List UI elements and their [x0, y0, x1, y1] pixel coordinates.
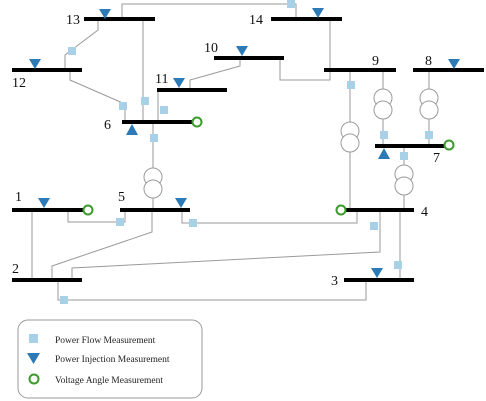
power-flow-square-icon — [60, 296, 68, 304]
legend-box — [17, 319, 203, 399]
voltage-angle-circle-icon — [82, 204, 94, 216]
power-flow-square-icon — [347, 81, 355, 89]
legend-down-triangle-icon — [27, 353, 40, 364]
power-injection-down-triangle-icon — [38, 198, 50, 208]
power-flow-square-icon — [68, 47, 76, 55]
legend-square-icon — [29, 334, 38, 343]
power-injection-down-triangle-icon — [371, 268, 383, 278]
bus-label-2: 2 — [12, 262, 19, 277]
power-flow-square-icon — [425, 131, 433, 139]
bus-label-13: 13 — [66, 13, 80, 28]
voltage-angle-circle-icon — [335, 204, 347, 216]
bus-label-6: 6 — [104, 118, 111, 133]
line-2-5 — [51, 210, 153, 280]
line-9-10 — [279, 58, 331, 81]
legend-circle-icon — [28, 373, 40, 385]
bus-label-8: 8 — [425, 54, 432, 69]
transformer-4-7 — [394, 164, 414, 196]
line-1-5 — [67, 210, 126, 223]
bus-label-1: 1 — [15, 190, 22, 205]
voltage-angle-circle-icon — [191, 116, 203, 128]
transformer-4-9 — [340, 121, 360, 153]
power-flow-square-icon — [394, 261, 402, 269]
power-flow-square-icon — [141, 97, 149, 105]
bus-bars — [12, 17, 484, 282]
power-injection-down-triangle-icon — [173, 78, 185, 88]
power-flow-square-icon — [287, 0, 295, 8]
transmission-lines — [31, 3, 430, 301]
power-flow-measurements — [60, 0, 433, 304]
power-flow-square-icon — [370, 222, 378, 230]
bus-labels: 13 14 10 9 8 12 11 6 7 1 5 4 2 3 — [12, 13, 440, 289]
power-injection-up-triangle-icon — [378, 148, 390, 159]
power-injection-measurements — [29, 8, 460, 278]
legend-label-power-injection: Power Injection Measurement — [55, 355, 170, 365]
bus-label-5: 5 — [118, 190, 125, 205]
transformer-5-6 — [143, 167, 163, 199]
transformers — [143, 88, 439, 199]
voltage-angle-measurements — [82, 116, 455, 216]
legend-label-voltage-angle: Voltage Angle Measurement — [55, 376, 163, 386]
bus-label-7: 7 — [433, 151, 440, 166]
power-flow-square-icon — [400, 152, 408, 160]
power-flow-square-icon — [160, 106, 168, 114]
power-injection-down-triangle-icon — [99, 9, 111, 19]
power-injection-down-triangle-icon — [236, 46, 248, 56]
line-12-13 — [64, 19, 99, 70]
power-flow-square-icon — [189, 219, 197, 227]
line-2-3 — [57, 280, 367, 301]
bus-label-10: 10 — [204, 41, 218, 56]
bus-label-4: 4 — [421, 205, 428, 220]
bus-label-12: 12 — [12, 76, 26, 91]
line-4-5 — [181, 210, 358, 224]
line-2-4 — [71, 210, 381, 280]
bus-label-11: 11 — [155, 72, 168, 87]
power-injection-up-triangle-icon — [126, 124, 138, 135]
legend: Power Flow Measurement Power Injection M… — [17, 319, 203, 399]
transformer-7-9 — [373, 88, 393, 120]
power-injection-down-triangle-icon — [29, 59, 41, 69]
power-flow-square-icon — [150, 134, 158, 142]
transformer-7-8 — [419, 88, 439, 120]
power-flow-square-icon — [380, 131, 388, 139]
line-6-12 — [69, 70, 126, 122]
power-flow-square-icon — [116, 218, 124, 226]
bus-label-3: 3 — [331, 274, 338, 289]
bus-label-9: 9 — [372, 54, 379, 69]
bus-label-14: 14 — [249, 13, 263, 28]
power-injection-down-triangle-icon — [448, 59, 460, 69]
power-injection-down-triangle-icon — [175, 198, 187, 208]
power-injection-down-triangle-icon — [312, 8, 324, 18]
line-10-11 — [189, 58, 241, 90]
voltage-angle-circle-icon — [443, 139, 455, 151]
line-13-14 — [121, 3, 297, 19]
power-flow-square-icon — [119, 102, 127, 110]
legend-label-power-flow: Power Flow Measurement — [55, 336, 156, 346]
